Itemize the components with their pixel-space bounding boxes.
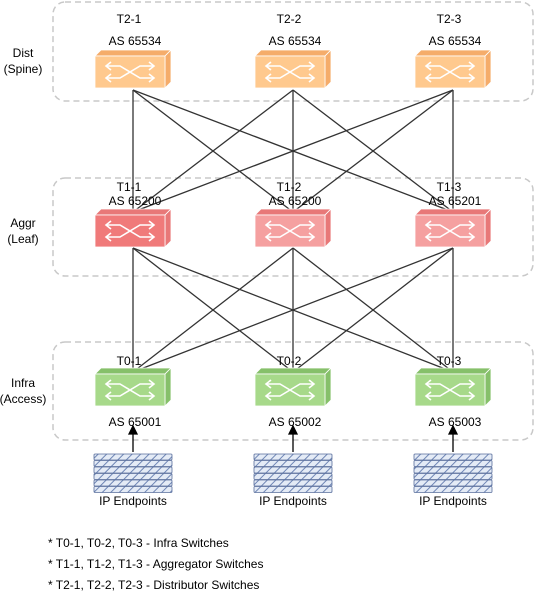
switch-top-face xyxy=(94,367,172,375)
switch-side-face xyxy=(324,208,332,248)
uplink-arrows xyxy=(127,424,459,452)
arrow-head-3 xyxy=(447,424,459,435)
note-aggr: * T1-1, T1-2, T1-3 - Aggregator Switches xyxy=(48,557,264,571)
switch-name-label: T0-1 xyxy=(117,354,142,368)
switch-t0-3: T0-3 AS 65003 xyxy=(414,354,492,429)
infra-tier-sublabel: (Access) xyxy=(0,392,46,406)
note-dist: * T2-1, T2-2, T2-3 - Distributor Switche… xyxy=(48,578,260,592)
dist-tier-sublabel: (Spine) xyxy=(4,62,43,76)
switch-name-label: T2-2 xyxy=(277,12,302,26)
switch-arrows-icon xyxy=(104,61,156,83)
note-infra: * T0-1, T0-2, T0-3 - Infra Switches xyxy=(48,536,229,550)
switch-top-face xyxy=(414,208,492,216)
switch-side-face xyxy=(484,49,492,89)
switch-arrows-icon xyxy=(264,61,316,83)
ip-endpoint-group: IP Endpoints xyxy=(253,453,333,508)
switch-t0-1: T0-1 AS 65001 xyxy=(94,354,172,429)
switch-as-label: AS 65201 xyxy=(429,194,482,208)
endpoint-layer: IP Endpoints IP Endpoints IP Endpoints xyxy=(93,453,493,508)
ip-endpoints-label: IP Endpoints xyxy=(99,494,167,508)
switch-t2-1: T2-1 AS 65534 xyxy=(94,12,172,89)
switch-side-face xyxy=(484,208,492,248)
switch-name-label: T0-2 xyxy=(277,354,302,368)
switch-side-face xyxy=(164,49,172,89)
switch-t1-2: T1-2AS 65200 xyxy=(254,180,332,248)
aggr-tier-sublabel: (Leaf) xyxy=(7,232,38,246)
dist-tier-box xyxy=(52,1,534,102)
switch-name-label: T1-2 xyxy=(277,180,302,194)
ip-endpoints-label: IP Endpoints xyxy=(259,494,327,508)
switch-t1-1: T1-1AS 65200 xyxy=(94,180,172,248)
server-rack-icon xyxy=(93,453,173,493)
switch-side-face xyxy=(324,49,332,89)
link-t1-3-t0-2 xyxy=(292,247,454,373)
link-t1-3-t0-1 xyxy=(132,247,454,373)
aggr-tier-label: Aggr xyxy=(10,216,35,230)
switch-arrows-icon xyxy=(424,379,476,401)
infra-tier-label: Infra xyxy=(11,376,35,390)
switch-name-label: T0-3 xyxy=(437,354,462,368)
switch-arrows-icon xyxy=(424,61,476,83)
switch-as-label: AS 65200 xyxy=(109,194,162,208)
ip-endpoints-label: IP Endpoints xyxy=(419,494,487,508)
switch-top-face xyxy=(254,367,332,375)
switch-arrows-icon xyxy=(104,379,156,401)
link-t1-2-t0-1 xyxy=(132,247,294,373)
switch-top-face xyxy=(254,208,332,216)
switch-as-label: AS 65534 xyxy=(269,34,322,48)
arrow-head-1 xyxy=(127,424,139,435)
switch-top-face xyxy=(94,208,172,216)
switch-top-face xyxy=(254,49,332,57)
link-t2-3-t1-2 xyxy=(292,89,454,213)
switch-t2-3: T2-3 AS 65534 xyxy=(414,12,492,89)
switch-arrows-icon xyxy=(424,220,476,242)
arrow-head-2 xyxy=(287,424,299,435)
switch-side-face xyxy=(324,367,332,407)
ip-endpoint-group: IP Endpoints xyxy=(413,453,493,508)
switch-front-face xyxy=(94,373,166,407)
switch-t1-3: T1-3AS 65201 xyxy=(414,180,492,248)
switch-t0-2: T0-2 AS 65002 xyxy=(254,354,332,429)
switch-arrows-icon xyxy=(264,379,316,401)
switch-top-face xyxy=(94,49,172,57)
switch-side-face xyxy=(164,208,172,248)
switch-as-label: AS 65200 xyxy=(269,194,322,208)
server-rack-icon xyxy=(253,453,333,493)
switch-side-face xyxy=(164,367,172,407)
link-t2-2-t1-1 xyxy=(132,89,294,213)
switch-side-face xyxy=(484,367,492,407)
dist-tier-label: Dist xyxy=(13,46,34,60)
switch-as-label: AS 65534 xyxy=(109,34,162,48)
switch-t2-2: T2-2 AS 65534 xyxy=(254,12,332,89)
switch-arrows-icon xyxy=(104,220,156,242)
switch-arrows-icon xyxy=(264,220,316,242)
server-rack-icon xyxy=(413,453,493,493)
switch-as-label: AS 65534 xyxy=(429,34,482,48)
switch-as-label: AS 65003 xyxy=(429,415,482,429)
switch-layer: T2-1 AS 65534 T2-2 AS 65534 T2-3 AS 65534T1-1… xyxy=(94,12,492,429)
switch-as-label: AS 65001 xyxy=(109,415,162,429)
switch-name-label: T1-1 xyxy=(117,180,142,194)
switch-top-face xyxy=(414,49,492,57)
switch-as-label: AS 65002 xyxy=(269,415,322,429)
links-layer xyxy=(132,89,454,373)
ip-endpoint-group: IP Endpoints xyxy=(93,453,173,508)
switch-top-face xyxy=(414,367,492,375)
switch-name-label: T2-3 xyxy=(437,12,462,26)
link-t2-3-t1-1 xyxy=(132,89,454,213)
legend-notes: * T0-1, T0-2, T0-3 - Infra Switches * T1… xyxy=(48,533,263,596)
switch-name-label: T1-3 xyxy=(437,180,462,194)
switch-name-label: T2-1 xyxy=(117,12,142,26)
